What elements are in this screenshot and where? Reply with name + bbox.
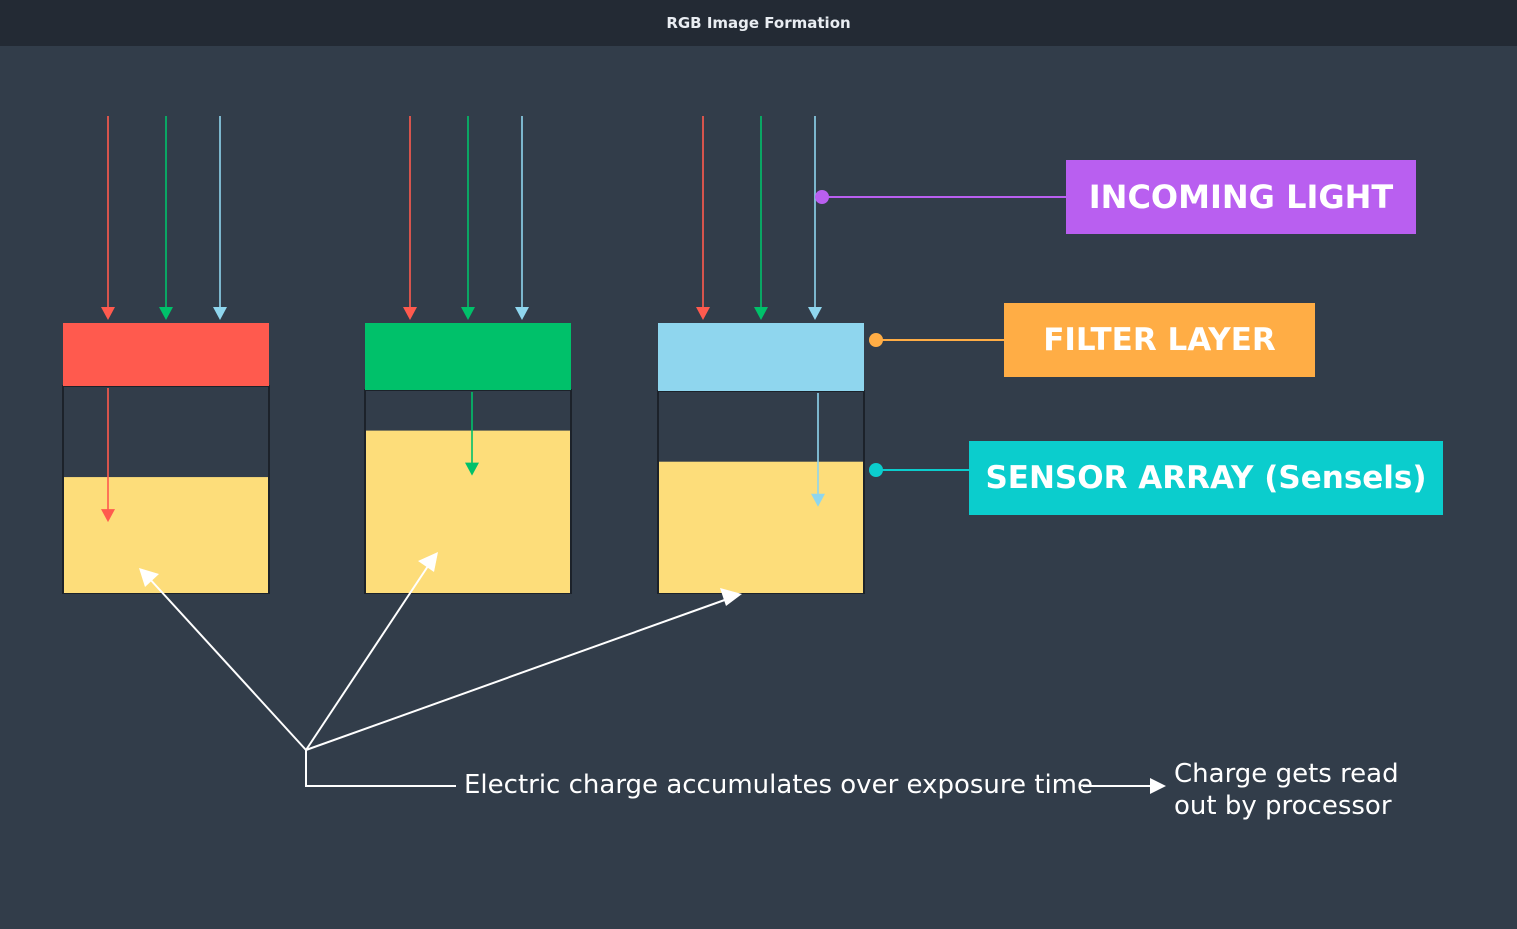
- filter-red: [63, 323, 269, 386]
- filter-green: [365, 323, 571, 390]
- incoming-light-label: INCOMING LIGHT: [1066, 160, 1416, 234]
- window-title: RGB Image Formation: [666, 14, 851, 32]
- passed-ray-red-head: [101, 509, 115, 523]
- incoming-ray-blue-head: [808, 307, 822, 320]
- incoming-ray-green-head: [754, 307, 768, 320]
- filter-layer-connector-dot: [869, 333, 883, 347]
- sensor-array-text: SENSOR ARRAY (Sensels): [985, 460, 1427, 496]
- incoming-light-text: INCOMING LIGHT: [1088, 178, 1394, 216]
- passed-ray-green-head: [465, 462, 479, 476]
- charge-pointer-green-head: [418, 552, 438, 572]
- readout-caption-line1: Charge gets read: [1174, 759, 1399, 789]
- incoming-ray-red-head: [403, 307, 417, 320]
- filter-layer-text: FILTER LAYER: [1043, 322, 1276, 358]
- readout-arrow-head: [1150, 778, 1166, 794]
- window-titlebar: RGB Image Formation: [0, 0, 1517, 46]
- charge-pointer-green: [305, 559, 433, 751]
- charge-fill-red: [64, 477, 268, 593]
- incoming-ray-green-head: [461, 307, 475, 320]
- charge-pointer-red: [147, 576, 307, 751]
- charge-pointer-red-head: [139, 568, 159, 587]
- filter-blue: [658, 323, 864, 391]
- passed-ray-blue-head: [811, 493, 825, 507]
- incoming-ray-red-head: [696, 307, 710, 320]
- filter-layer-label: FILTER LAYER: [1004, 303, 1315, 377]
- charge-pointer-blue-head: [720, 588, 742, 606]
- incoming-ray-blue-head: [213, 307, 227, 320]
- incoming-ray-blue-head: [515, 307, 529, 320]
- incoming-light-connector-dot: [815, 190, 829, 204]
- charge-pointer-blue: [305, 596, 734, 751]
- incoming-ray-green-head: [159, 307, 173, 320]
- charge-fill-blue: [659, 461, 863, 593]
- incoming-ray-red-head: [101, 307, 115, 320]
- readout-caption: Charge gets read out by processor: [1174, 758, 1399, 822]
- charge-caption: Electric charge accumulates over exposur…: [464, 770, 1094, 800]
- sensor-array-label: SENSOR ARRAY (Sensels): [969, 441, 1443, 515]
- caption-bracket: [305, 750, 456, 787]
- readout-caption-line2: out by processor: [1174, 791, 1392, 821]
- charge-fill-green: [366, 430, 570, 593]
- sensor-array-connector-dot: [869, 463, 883, 477]
